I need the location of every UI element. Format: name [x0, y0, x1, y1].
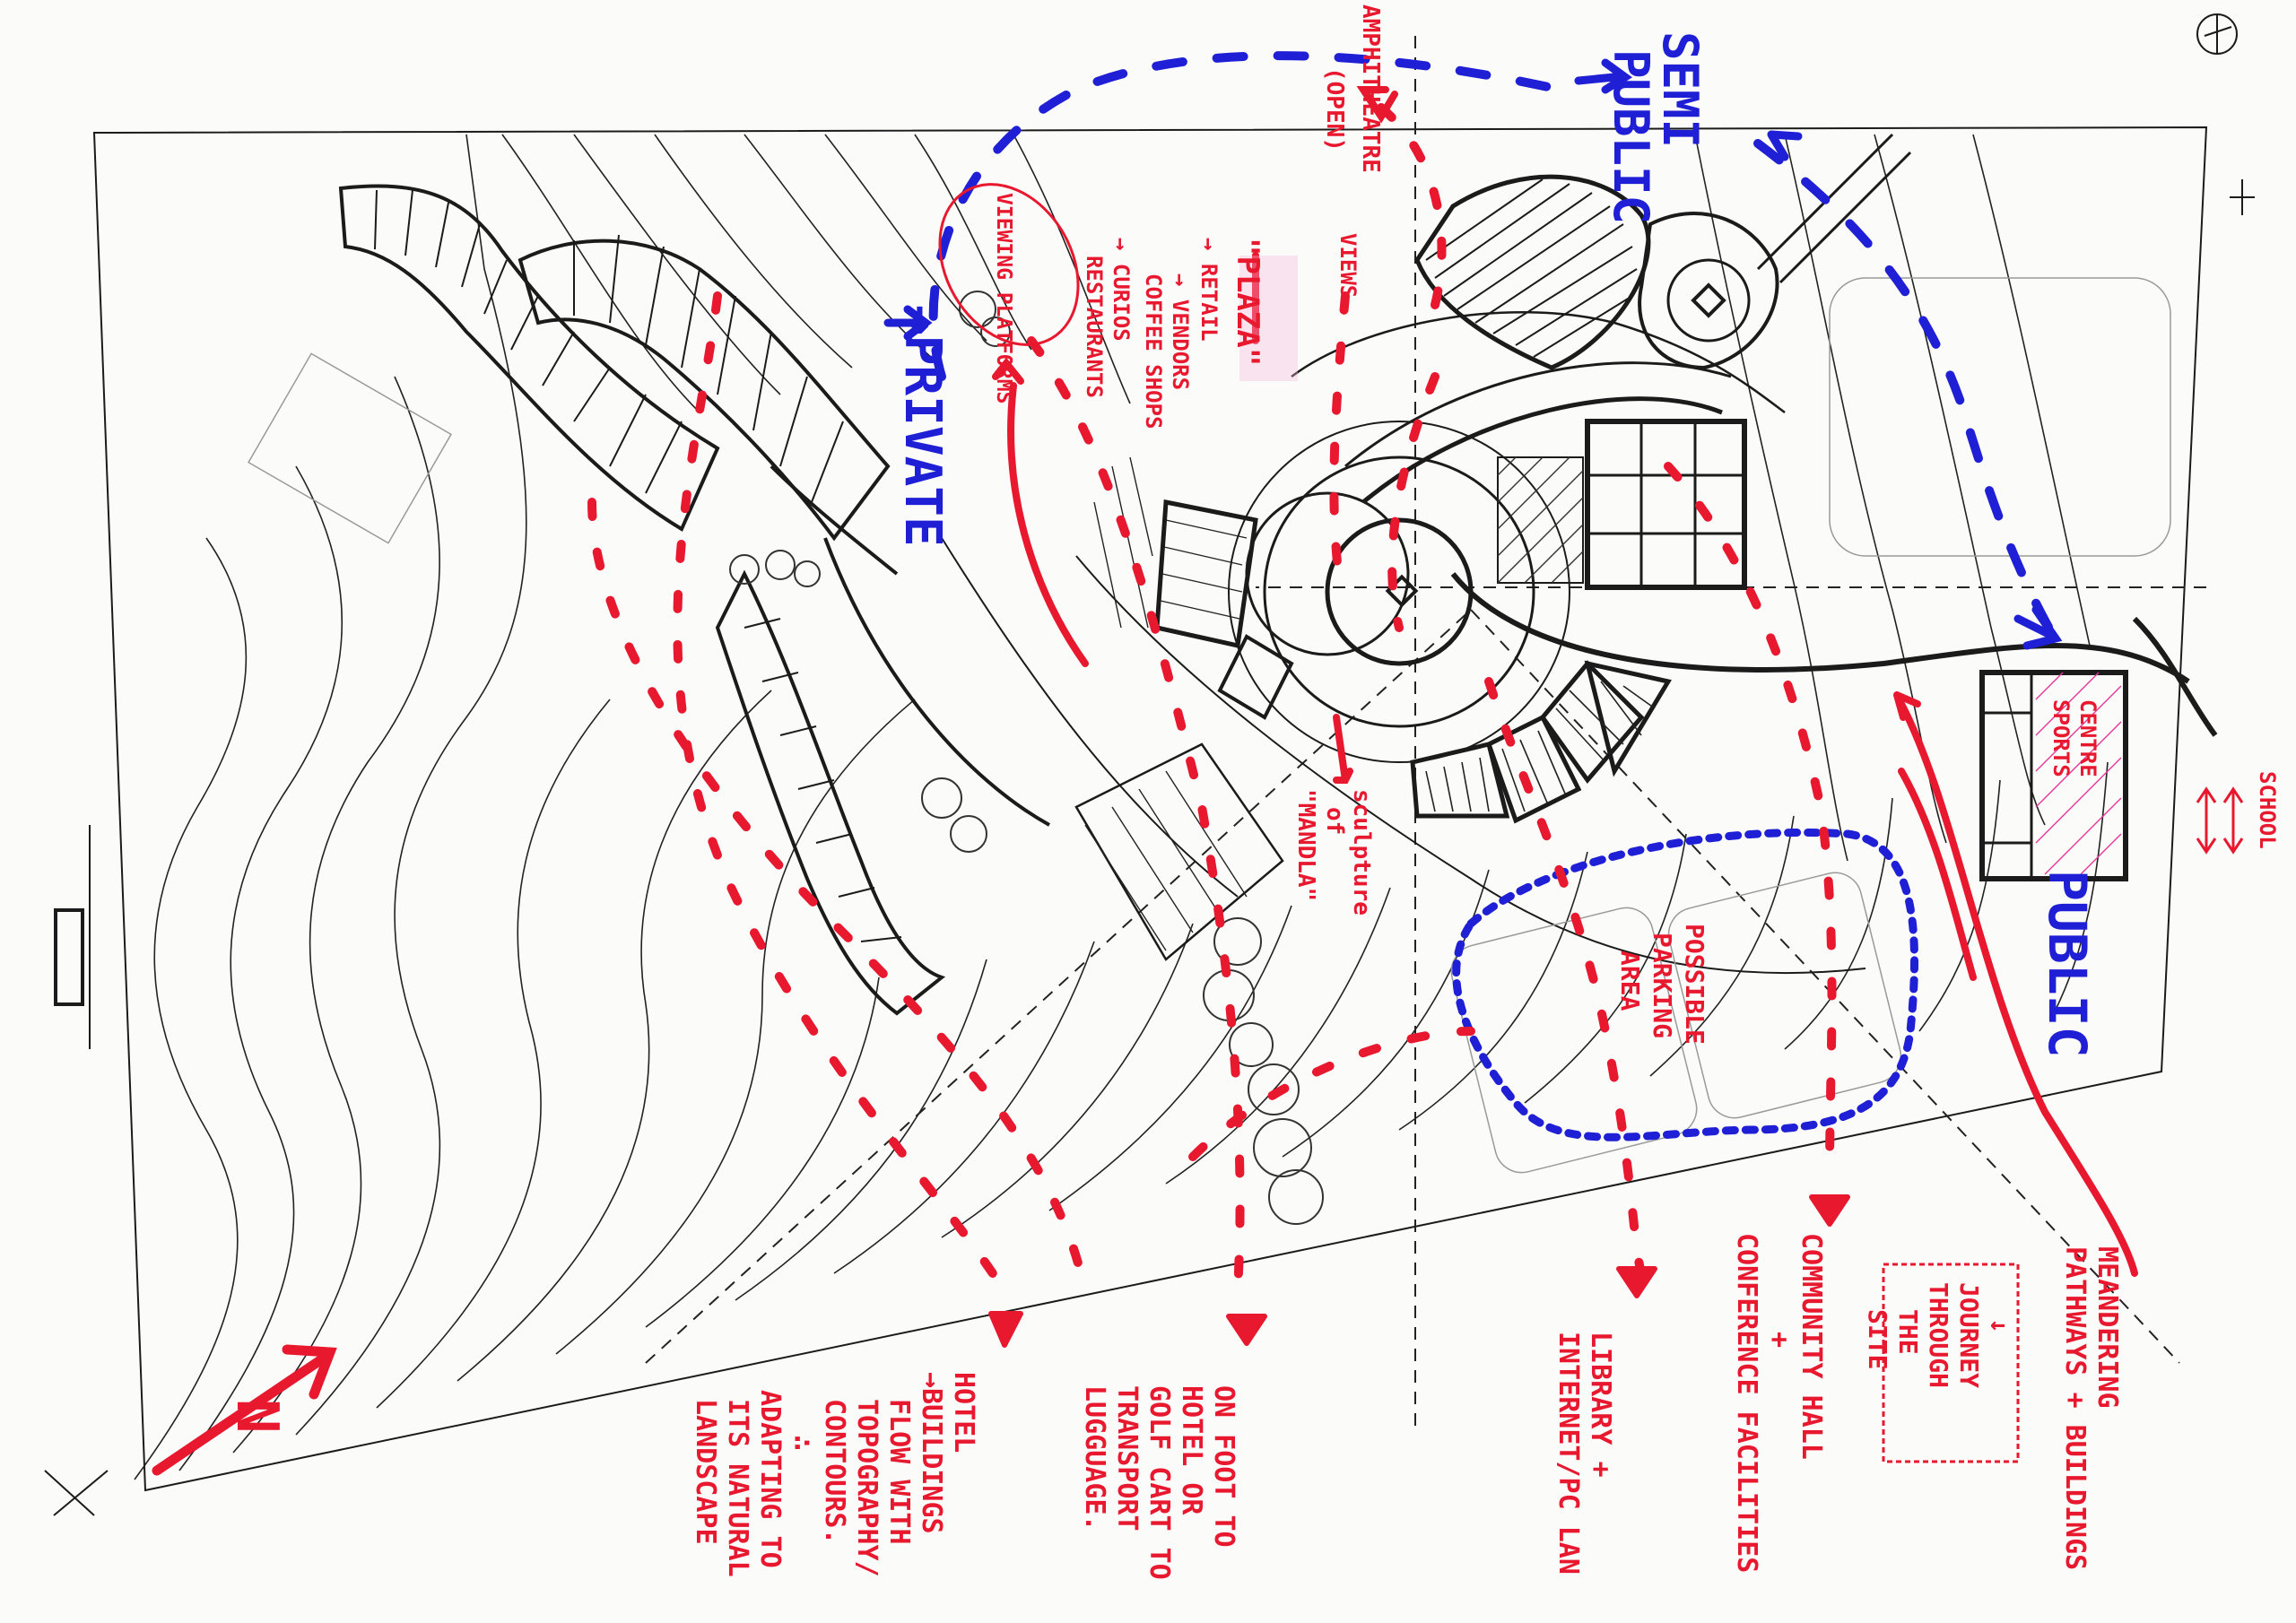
foot-label-5: LUGGUAGE. — [1079, 1385, 1110, 1532]
open-label: (OPEN) — [1321, 67, 1348, 152]
public-right-label: PUBLIC — [2037, 870, 2098, 1058]
journey-label-group: ↓ JOURNEY THROUGH THE SITE — [1863, 1282, 2014, 1388]
fan-buildings-hatch — [1425, 681, 1656, 812]
on-foot-label-group: ON FOOT TO HOTEL OR GOLF CART TO TRANSPO… — [1079, 1385, 1239, 1580]
vendors-label: → VENDORS — [1168, 273, 1193, 390]
parking-label-3: AREA — [1615, 950, 1645, 1011]
hotel-label: HOTEL — [948, 1372, 979, 1453]
sports-centre — [1979, 670, 2128, 881]
red-arrows — [992, 86, 2138, 1277]
community-label-3: CONFERENCE FACILITIES — [1731, 1233, 1762, 1573]
contour-lines — [134, 134, 2109, 1480]
hotel-label-8: ITS NATURAL — [722, 1399, 753, 1577]
semi-public-label-group: SEMI PUBLIC — [1603, 31, 1709, 224]
journey-label-1: ↓ — [1985, 1318, 2014, 1333]
red-arrowheads — [988, 1194, 1850, 1348]
journey-paths — [587, 103, 1837, 1296]
sports-label: SPORTS — [2048, 699, 2074, 777]
semi-public-path — [928, 51, 2058, 641]
curios-label: → CURIOS — [1109, 238, 1134, 342]
views-label: VIEWS — [1335, 233, 1361, 298]
amphitheatre-label-group: AMPHITHEATRE (OPEN) — [1321, 4, 1384, 173]
library-label-1: LIBRARY + — [1585, 1332, 1616, 1478]
school-arrows — [2196, 786, 2244, 855]
faint-zones — [248, 277, 2171, 1174]
journey-label-3: THROUGH — [1924, 1282, 1953, 1388]
public-top-label: PUBLIC — [1603, 49, 1659, 224]
journey-label-5: SITE — [1863, 1309, 1892, 1369]
plaza-label: "PLAZA" — [1230, 238, 1265, 366]
coffee-shops-label: COFFEE SHOPS — [1141, 273, 1166, 429]
tree-row — [729, 291, 1324, 1225]
foot-label-3: GOLF CART TO — [1144, 1385, 1175, 1580]
hotel-label-2: →BUILDINGS — [916, 1372, 947, 1534]
parking-label-2: PARKING — [1648, 933, 1677, 1038]
sculpture-label-group: sculpture of "MANDLA" — [1292, 789, 1375, 916]
hotel-wing-hatching — [374, 189, 902, 942]
meandering-label-group: MEANDERING PATHWAYS + BUILDINGS — [2059, 1246, 2123, 1570]
hotel-label-4: TOPOGRAPHY/ — [851, 1399, 883, 1577]
foot-label-1: ON FOOT TO — [1208, 1385, 1239, 1548]
viewing-platform-circle — [938, 183, 2020, 1463]
library-label-group: LIBRARY + INTERNET/PC LAN — [1552, 1332, 1616, 1575]
hotel-label-9: LANDSCAPE — [690, 1399, 721, 1545]
site-boundary — [92, 126, 2208, 1492]
community-label-2: + — [1763, 1332, 1795, 1348]
grid-building — [1497, 419, 1747, 590]
sculpture-label: sculpture — [1348, 789, 1375, 916]
north-label: N — [223, 1399, 290, 1434]
journey-label-2: JOURNEY — [1954, 1282, 1984, 1388]
library-label-2: INTERNET/PC LAN — [1552, 1332, 1584, 1575]
hotel-wings — [338, 184, 1050, 1016]
school-label: SCHOOL — [2255, 771, 2280, 849]
meander-label-2: PATHWAYS + BUILDINGS — [2059, 1246, 2091, 1570]
community-label-group: COMMUNITY HALL + CONFERENCE FACILITIES — [1731, 1233, 1827, 1573]
parking-loop — [1452, 828, 1919, 1141]
centre-label: CENTRE — [2075, 699, 2100, 777]
sculpture-of-label: of — [1321, 807, 1348, 835]
viewing-platforms-label: VIEWING PLATFORMS — [992, 193, 1015, 404]
sports-centre-hatch — [2035, 672, 2122, 875]
community-label-1: COMMUNITY HALL — [1796, 1233, 1827, 1460]
semi-label: SEMI — [1652, 31, 1709, 148]
west-wedge — [1074, 499, 1294, 961]
amphitheatre-building — [1414, 133, 1912, 370]
journey-label-4: THE — [1893, 1309, 1923, 1355]
central-plaza — [941, 311, 2218, 975]
retail-label: → RETAIL — [1196, 238, 1222, 342]
left-marks — [44, 13, 2255, 1516]
hotel-label-5: CONTOURS. — [819, 1399, 850, 1545]
parking-label-1: POSSIBLE — [1680, 924, 1709, 1045]
parking-label-group: POSSIBLE PARKING AREA — [1615, 924, 1709, 1045]
blue-arrows — [883, 58, 2063, 650]
restaurants-label: RESTAURANTS — [1082, 256, 1107, 398]
sports-label-group: SPORTS CENTRE — [2048, 699, 2100, 777]
fan-buildings-south — [1410, 660, 1672, 824]
foot-label-2: HOTEL OR — [1176, 1385, 1207, 1515]
hotel-label-group: HOTEL →BUILDINGS FLOW WITH TOPOGRAPHY/ C… — [690, 1372, 979, 1577]
plaza-highlight — [1239, 256, 1298, 381]
hotel-label-7: ADAPTING TO — [754, 1390, 786, 1568]
foot-label-4: TRANSPORT — [1111, 1385, 1143, 1532]
grid-building-hatch — [1497, 456, 1584, 584]
amphitheatre-label: AMPHITHEATRE — [1357, 4, 1384, 173]
hotel-label-6: ∴ — [787, 1435, 818, 1451]
private-label: →PRIVATE — [893, 305, 952, 547]
sculpture-name-label: "MANDLA" — [1292, 789, 1319, 901]
north-arrow — [152, 1344, 337, 1476]
hotel-label-3: FLOW WITH — [883, 1399, 915, 1545]
plaza-label-group: "PLAZA" → RETAIL → VENDORS COFFEE SHOPS … — [1082, 238, 1265, 429]
west-wedge-hatch — [1084, 456, 1248, 951]
meander-label-1: MEANDERING — [2092, 1246, 2123, 1409]
